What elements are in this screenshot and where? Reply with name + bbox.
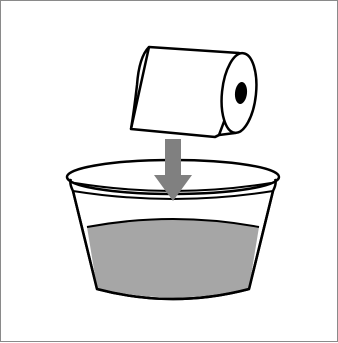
water-fill	[87, 219, 259, 298]
toilet-paper-roll-icon	[131, 47, 260, 137]
arrow-shaft	[165, 139, 181, 177]
